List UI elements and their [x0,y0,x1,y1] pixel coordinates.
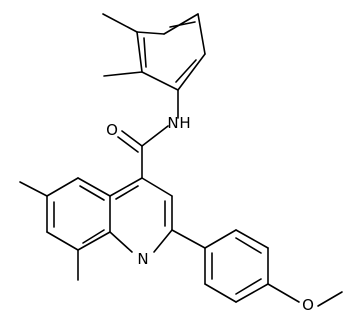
aromatic-inner-bond [82,229,105,244]
dimethylphenyl-ring [102,13,206,91]
aromatic-inner-bond [115,185,139,200]
bond [171,229,206,249]
bond [204,283,237,303]
bond [136,31,143,73]
carbonyl-bond [117,136,139,153]
bond [136,31,165,35]
bond [177,53,206,91]
bond [235,283,269,303]
bond [109,177,143,197]
bond [267,283,300,303]
ring-nitrogen-label: N [137,250,148,268]
bond [204,229,237,249]
aromatic-inner-bond [235,278,262,295]
bond [153,229,173,253]
carbonyl-bond [121,130,143,147]
bond [197,13,206,55]
aromatic-inner-bond [175,59,197,83]
bond [141,125,169,147]
methoxy-oxygen-label: O [302,296,314,314]
methyl-bond [19,181,48,197]
quinoline-core [19,177,173,281]
methyl-bond [317,291,343,307]
bond [77,177,111,197]
aromatic-inner-bond [79,185,105,201]
bond [46,177,79,197]
amide-nitrogen-label: N [167,114,178,132]
amide-group [117,89,179,179]
methyl-bond [103,71,143,77]
amide-hydrogen-label: H [179,114,190,132]
methyl-bond [102,13,138,33]
aromatic-inner-bond [143,37,147,68]
bond [141,71,179,91]
aromatic-inner-bond [169,21,196,28]
amide-oxygen-label: O [106,121,118,139]
bond [235,229,269,249]
bond [109,231,133,253]
bond [141,177,173,197]
aromatic-inner-bond [235,237,262,254]
bond [77,231,111,251]
bond [46,231,79,251]
methoxyphenyl-ring [171,229,343,307]
